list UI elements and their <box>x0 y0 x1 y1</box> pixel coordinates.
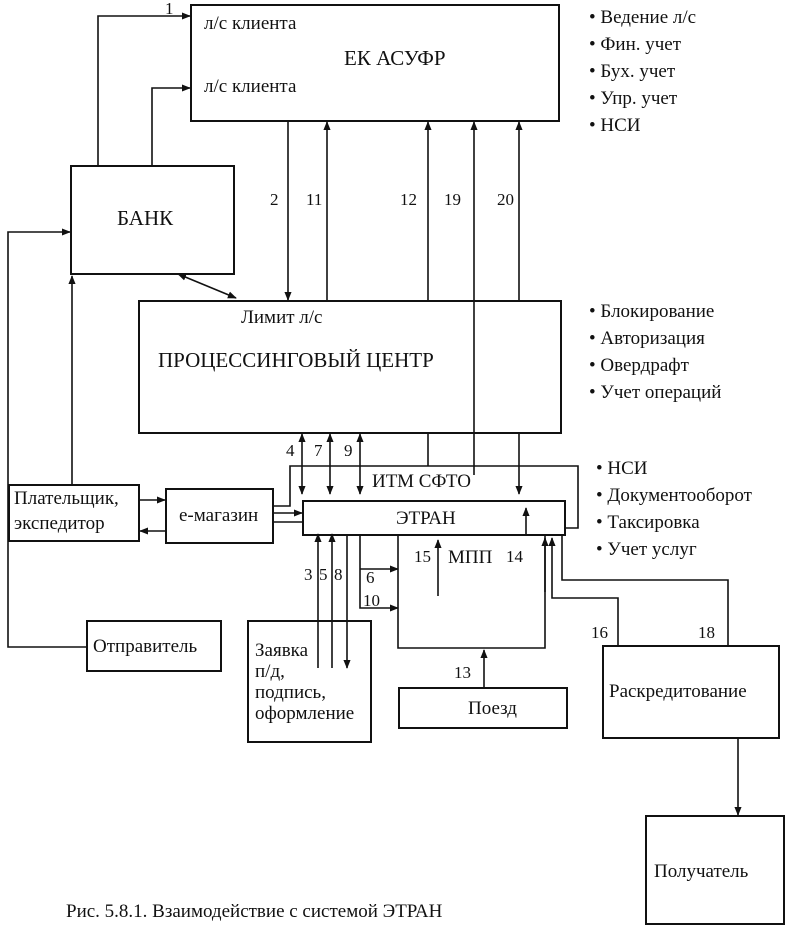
label-16: 16 <box>591 623 608 642</box>
etran-bullet-2: • Документооборот <box>596 485 752 506</box>
line-sender-bank <box>7 228 86 648</box>
etran-bullet-3: • Таксировка <box>596 512 700 533</box>
label-9: 9 <box>344 441 353 460</box>
sender-box <box>86 620 222 672</box>
itm-sfto-label: ИТМ СФТО <box>372 471 472 492</box>
arrow-bank-ek-2 <box>151 84 191 165</box>
processing-center-title: ПРОЦЕССИНГОВЫЙ ЦЕНТР <box>158 348 434 372</box>
limit-label: Лимит л/с <box>241 307 323 328</box>
label-18: 18 <box>698 623 715 642</box>
label-2: 2 <box>270 190 279 209</box>
receiver-title: Получатель <box>654 861 749 882</box>
label-5: 5 <box>319 565 328 584</box>
ek-bullet-4: • Упр. учет <box>589 88 678 109</box>
etran-bullet-1: • НСИ <box>596 458 648 479</box>
ek-bullet-3: • Бух. учет <box>589 61 676 82</box>
figure-caption: Рис. 5.8.1. Взаимодействие с системой ЭТ… <box>66 901 443 922</box>
ek-account-bottom: л/с клиента <box>204 76 297 97</box>
mpp-label: МПП <box>448 547 493 568</box>
train-box <box>398 687 568 729</box>
ek-asufr-box <box>190 4 560 122</box>
line-emag-itm <box>274 465 579 529</box>
etran-box <box>302 500 566 536</box>
etran-title: ЭТРАН <box>396 508 456 529</box>
label-6: 6 <box>366 568 375 587</box>
label-10: 10 <box>363 591 380 610</box>
ek-bullet-5: • НСИ <box>589 115 641 136</box>
etran-bullet-4: • Учет услуг <box>596 539 697 560</box>
ek-asufr-title: ЕК АСУФР <box>344 46 446 70</box>
ek-bullet-1: • Ведение л/с <box>589 7 697 28</box>
request-title: Заявка п/д, подпись, оформление <box>255 640 355 724</box>
payer-box <box>8 484 140 542</box>
payer-title: Плательщик, экспедитор <box>14 488 119 534</box>
label-19: 19 <box>444 190 461 209</box>
ek-bullet-2: • Фин. учет <box>589 34 682 55</box>
raskred-box <box>602 645 780 739</box>
label-1: 1 <box>165 0 174 18</box>
label-20: 20 <box>497 190 514 209</box>
processing-center-box <box>138 300 562 434</box>
label-8: 8 <box>334 565 343 584</box>
receiver-box <box>645 815 785 925</box>
pc-bullet-1: • Блокирование <box>589 301 715 322</box>
bank-box <box>70 165 235 275</box>
sender-title: Отправитель <box>93 636 198 657</box>
label-3: 3 <box>304 565 313 584</box>
line-18 <box>561 534 729 645</box>
label-15: 15 <box>414 547 431 566</box>
label-7: 7 <box>314 441 323 460</box>
eshop-box <box>165 488 274 544</box>
pc-bullet-3: • Овердрафт <box>589 355 689 376</box>
label-12: 12 <box>400 190 417 209</box>
ek-account-top: л/с клиента <box>204 13 297 34</box>
arrow-16 <box>548 537 619 645</box>
label-4: 4 <box>286 441 295 460</box>
label-14: 14 <box>506 547 523 566</box>
raskred-title: Раскредитование <box>609 681 747 702</box>
train-title: Поезд <box>468 698 517 719</box>
label-13: 13 <box>454 663 471 682</box>
arrow-1 <box>97 12 191 165</box>
pc-bullet-2: • Авторизация <box>589 328 705 349</box>
bank-title: БАНК <box>117 206 174 230</box>
line-6-10 <box>359 534 399 612</box>
pc-bullet-4: • Учет операций <box>589 382 722 403</box>
arrow-bank-pc <box>177 273 237 299</box>
eshop-title: е-магазин <box>179 505 259 526</box>
label-11: 11 <box>306 190 323 209</box>
request-box <box>247 620 372 743</box>
